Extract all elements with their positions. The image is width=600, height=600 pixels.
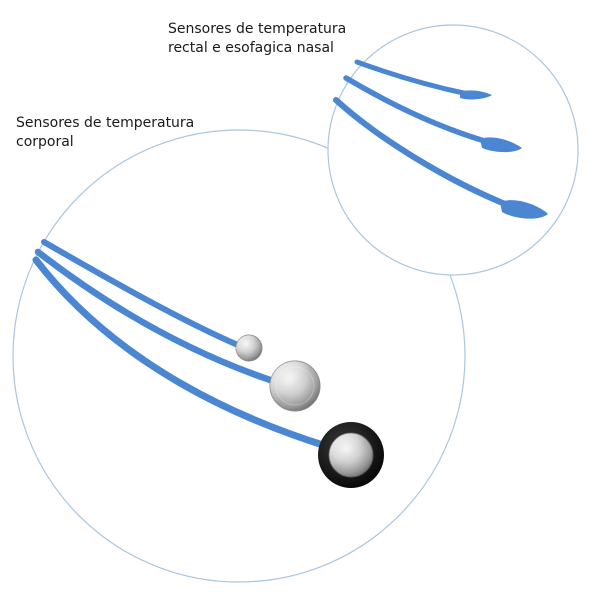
probe-tip-2 <box>480 137 522 153</box>
esophageal-sensors-caption: Sensores de temperatura rectal e esofagi… <box>168 20 346 58</box>
probe-cable-3 <box>333 97 513 209</box>
medium-skin-sensor-icon <box>269 360 321 412</box>
esophageal-caption-line-1: Sensores de temperatura <box>168 21 347 37</box>
body-caption-line-1: Sensores de temperatura <box>16 115 195 131</box>
probe-cable-1 <box>354 59 471 97</box>
body-sensor-group <box>32 239 384 488</box>
body-caption-line-2: corporal <box>16 134 74 150</box>
probe-cable-2 <box>343 75 491 145</box>
esophageal-caption-line-2: rectal e esofagica nasal <box>168 40 334 56</box>
sensor-cable-1 <box>41 239 243 349</box>
sensor-cable-3 <box>32 256 330 450</box>
esophageal-probe-group <box>333 59 548 219</box>
sensor-cable-2 <box>34 248 280 386</box>
body-sensors-caption: Sensores de temperatura corporal <box>16 114 194 152</box>
probe-tip-1 <box>460 90 492 100</box>
probe-tip-3 <box>500 200 548 219</box>
large-skin-sensor-icon <box>318 422 384 488</box>
small-skin-sensor-icon <box>235 334 263 362</box>
